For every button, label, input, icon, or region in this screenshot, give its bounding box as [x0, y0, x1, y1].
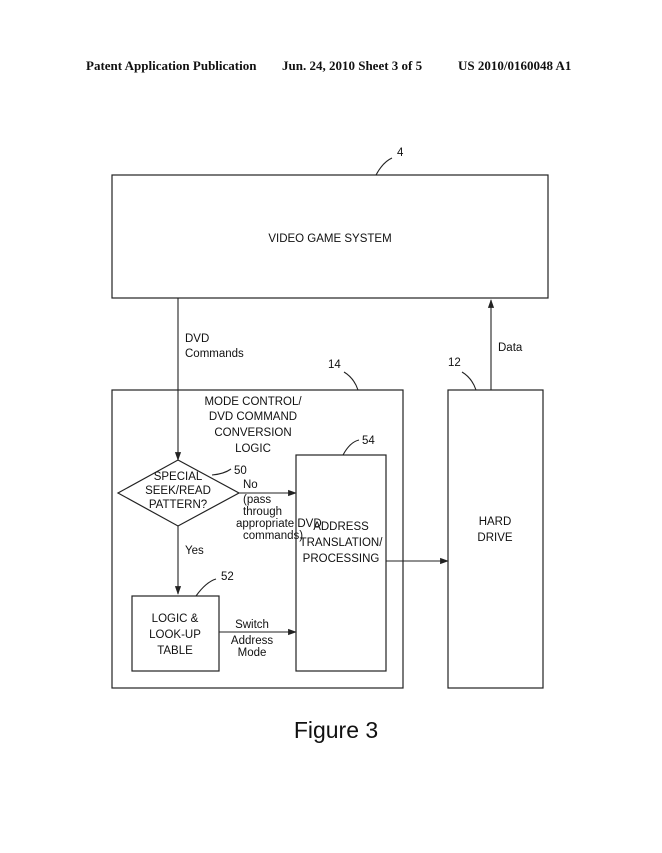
address-translation-label-3: PROCESSING: [303, 553, 380, 565]
no-note-2: through: [243, 506, 282, 518]
decision-label-3: PATTERN?: [149, 499, 207, 511]
video-game-system-box: [111, 174, 549, 299]
lookup-table-box: [131, 595, 220, 672]
mode-control-label-2: DVD COMMAND: [209, 411, 297, 423]
hard-drive-box: [447, 389, 544, 689]
mode-control-block: MODE CONTROL/ DVD COMMAND CONVERSION LOG…: [111, 359, 404, 689]
address-translation-box: [295, 454, 387, 672]
ref-52-leader: [195, 578, 217, 597]
hard-drive-label-1: HARD: [479, 516, 512, 528]
address-translation-label-2: TRANSLATION/: [300, 537, 384, 549]
ref-54: 54: [362, 435, 375, 447]
ref-50-leader: [211, 468, 232, 476]
yes-label: Yes: [185, 545, 204, 557]
address-translation-block: ADDRESS TRANSLATION/ PROCESSING 54: [295, 435, 387, 672]
lookup-table-block: LOGIC & LOOK-UP TABLE 52: [131, 571, 234, 672]
mode-control-label-4: LOGIC: [235, 443, 271, 455]
decision-block: SPECIAL SEEK/READ PATTERN? 50: [116, 459, 247, 527]
ref-12-leader: [461, 371, 477, 391]
header-date-sheet: Jun. 24, 2010 Sheet 3 of 5: [282, 58, 423, 73]
hard-drive-block: HARD DRIVE 12: [447, 357, 544, 689]
dvd-commands-label-1: DVD: [185, 333, 209, 345]
data-label: Data: [498, 342, 523, 354]
switch-mode-label-3: Mode: [238, 647, 267, 659]
ref-50: 50: [234, 465, 247, 477]
decision-label-2: SEEK/READ: [145, 485, 211, 497]
lookup-table-label-1: LOGIC &: [152, 613, 199, 625]
header-patent-number: US 2010/0160048 A1: [458, 58, 571, 73]
ref-12: 12: [448, 357, 461, 369]
ref-14: 14: [328, 359, 341, 371]
ref-4-leader: [375, 157, 393, 176]
header-publication: Patent Application Publication: [86, 58, 257, 73]
no-note-4: commands): [243, 530, 303, 542]
switch-mode-label-1: Switch: [235, 619, 269, 631]
mode-control-label-1: MODE CONTROL/: [204, 396, 302, 408]
ref-52: 52: [221, 571, 234, 583]
dvd-commands-label-2: Commands: [185, 348, 244, 360]
no-label: No: [243, 479, 258, 491]
figure-caption: Figure 3: [294, 717, 378, 743]
address-translation-label-1: ADDRESS: [313, 521, 369, 533]
mode-control-box: [111, 389, 404, 689]
no-note-1: (pass: [243, 494, 271, 506]
hard-drive-label-2: DRIVE: [477, 532, 512, 544]
mode-control-label-3: CONVERSION: [214, 427, 291, 439]
lookup-table-label-2: LOOK-UP: [149, 629, 201, 641]
switch-mode-label-2: Address: [231, 635, 273, 647]
ref-54-leader: [342, 439, 360, 456]
ref-4: 4: [397, 147, 404, 159]
lookup-table-label-3: TABLE: [157, 645, 193, 657]
ref-14-leader: [343, 371, 359, 391]
no-note-3: appropriate DVD: [236, 518, 322, 530]
video-game-system-label: VIDEO GAME SYSTEM: [268, 233, 391, 245]
decision-label-1: SPECIAL: [154, 471, 203, 483]
video-game-system-block: VIDEO GAME SYSTEM 4: [111, 147, 549, 299]
